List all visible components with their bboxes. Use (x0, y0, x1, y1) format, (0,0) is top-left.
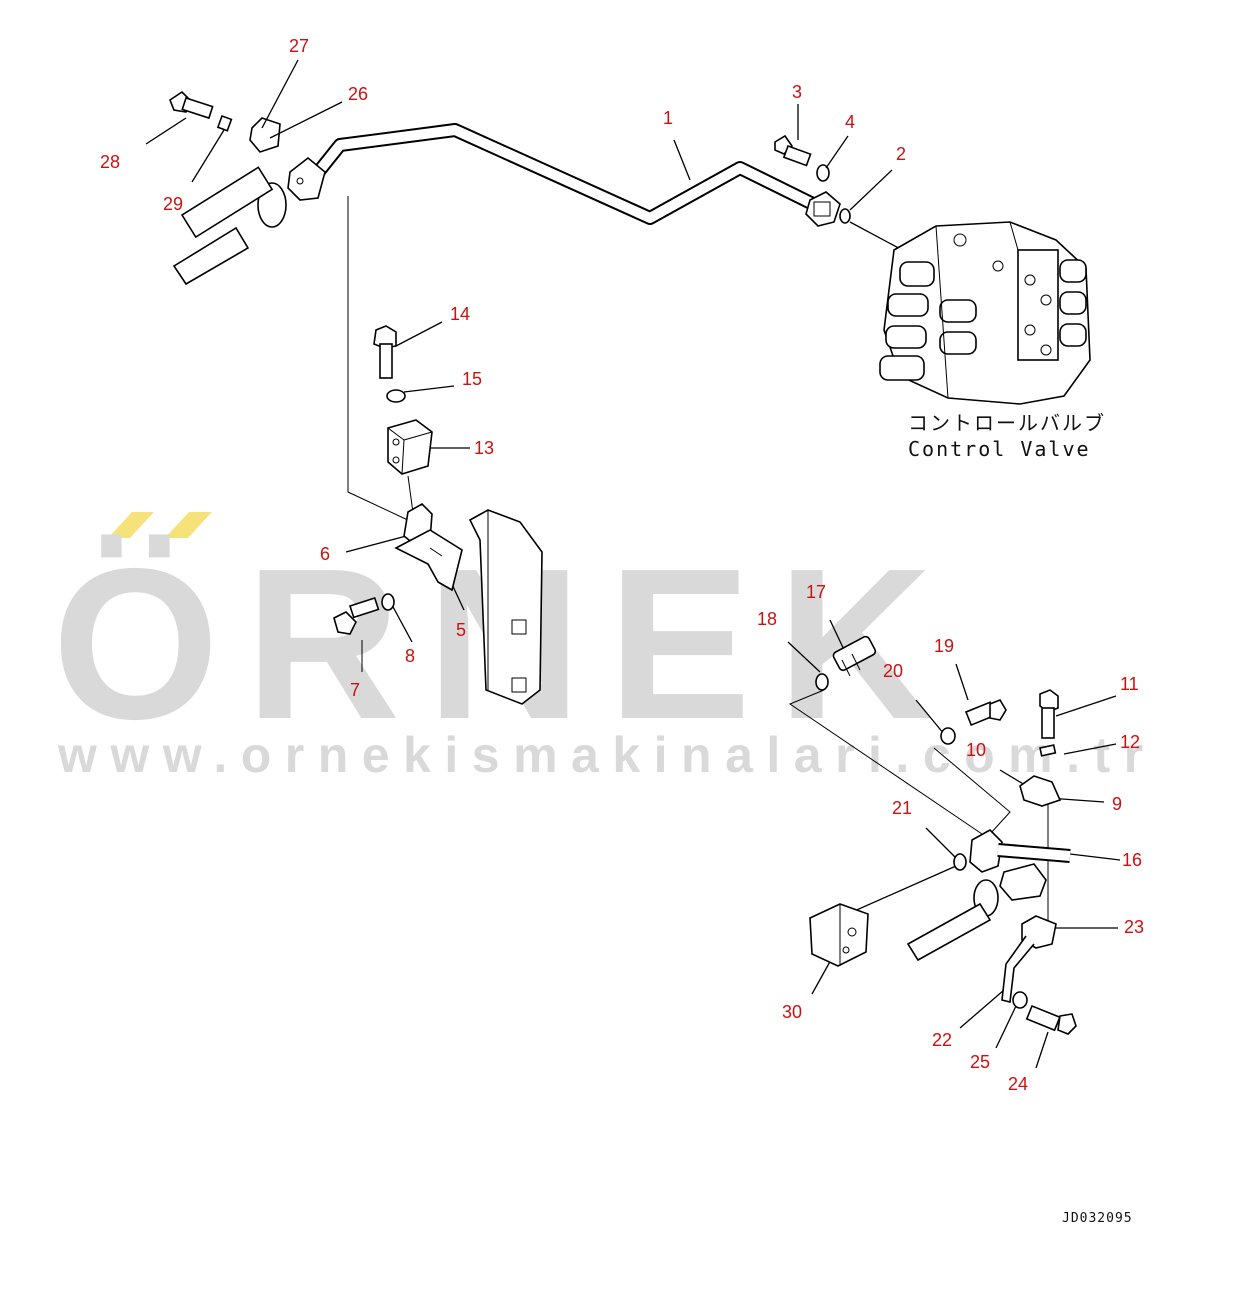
watermark-url: www.ornekismakinalari.com.tr (57, 727, 1157, 783)
watermark-accent-right (165, 512, 212, 538)
bolt-3 (774, 134, 812, 167)
callout-3: 3 (792, 82, 802, 102)
bolt-11 (1039, 689, 1059, 739)
bracket-5 (394, 529, 463, 592)
callout-21: 21 (892, 798, 912, 818)
washer-20 (940, 727, 956, 745)
washer-4 (816, 164, 830, 182)
block-30 (809, 903, 869, 967)
callout-27: 27 (289, 36, 309, 56)
bolt-24 (1025, 1004, 1077, 1035)
washer-12 (1039, 744, 1057, 757)
callout-18: 18 (757, 609, 777, 629)
callout-12: 12 (1120, 732, 1140, 752)
control-valve-label-jp: コントロールバルブ (908, 411, 1106, 435)
fitting-17 (832, 635, 877, 677)
callout-4: 4 (845, 112, 855, 132)
callout-numbers: 1 2 3 4 5 6 7 8 9 10 11 12 13 14 15 16 1… (100, 36, 1144, 1094)
pipe-1 (306, 123, 819, 225)
washer-8 (381, 593, 395, 611)
callout-25: 25 (970, 1052, 990, 1072)
frame-plate (468, 509, 543, 705)
callout-2: 2 (896, 144, 906, 164)
clamp-10-9 (1019, 775, 1062, 807)
hose-right (906, 879, 999, 962)
callout-6: 6 (320, 544, 330, 564)
flange-right (805, 191, 841, 227)
flange-left (287, 156, 326, 201)
washer-29 (216, 114, 233, 132)
clamp-23 (1001, 915, 1057, 1003)
callout-14: 14 (450, 304, 470, 324)
callout-28: 28 (100, 152, 120, 172)
callout-5: 5 (456, 620, 466, 640)
leader-lines (145, 59, 1121, 1069)
callout-1: 1 (663, 108, 673, 128)
control-valve-label-en: Control Valve (908, 437, 1091, 461)
washer-15 (386, 389, 406, 403)
bolt-7 (333, 596, 380, 635)
watermark: ÖRNEK www.ornekismakinalari.com.tr (52, 512, 1157, 783)
callout-23: 23 (1124, 917, 1144, 937)
callout-22: 22 (932, 1030, 952, 1050)
o-ring-2 (839, 208, 851, 224)
callout-10: 10 (966, 740, 986, 760)
callout-16: 16 (1122, 850, 1142, 870)
callout-8: 8 (405, 646, 415, 666)
watermark-accent-left (108, 512, 154, 538)
o-ring-18 (815, 673, 829, 691)
callout-20: 20 (883, 661, 903, 681)
callout-29: 29 (163, 194, 183, 214)
callout-9: 9 (1112, 794, 1122, 814)
o-ring-21 (953, 853, 967, 871)
callout-7: 7 (350, 680, 360, 700)
callout-30: 30 (782, 1002, 802, 1022)
drawing-code: JD032095 (1062, 1211, 1133, 1226)
bolt-19 (964, 699, 1007, 727)
callout-11: 11 (1120, 674, 1139, 694)
callout-13: 13 (474, 438, 494, 458)
block-13 (387, 419, 433, 475)
callout-17: 17 (806, 582, 826, 602)
bolt-14 (373, 325, 397, 379)
callout-15: 15 (462, 369, 482, 389)
pipe-16 (969, 829, 1071, 901)
hose-left (172, 166, 287, 286)
clamp-27 (249, 117, 281, 153)
callout-24: 24 (1008, 1074, 1028, 1094)
control-valve (879, 221, 1091, 405)
washer-25 (1012, 991, 1028, 1009)
callout-26: 26 (348, 84, 368, 104)
callout-19: 19 (934, 636, 954, 656)
bolt-28 (169, 90, 214, 120)
